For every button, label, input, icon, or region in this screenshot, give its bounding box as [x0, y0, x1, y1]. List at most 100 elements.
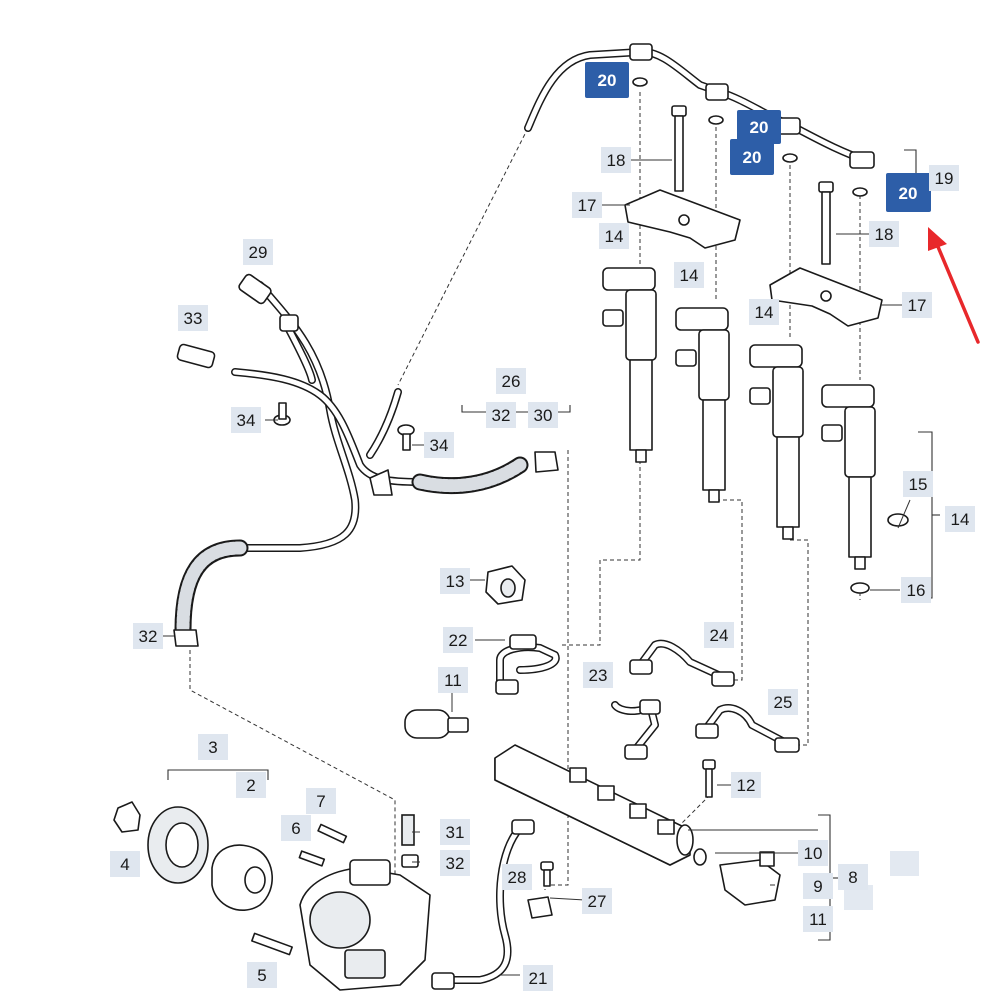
svg-text:14: 14	[605, 227, 624, 246]
svg-text:7: 7	[316, 792, 325, 811]
svg-text:27: 27	[588, 892, 607, 911]
part-label-34[interactable]: 34	[424, 432, 454, 458]
part-label-29[interactable]: 29	[243, 239, 273, 265]
svg-text:20: 20	[743, 148, 762, 167]
part-label-19[interactable]: 19	[929, 165, 959, 191]
screw	[397, 424, 415, 451]
svg-text:16: 16	[907, 581, 926, 600]
part-label-12[interactable]: 12	[731, 772, 761, 798]
part-label-30[interactable]: 30	[528, 402, 558, 428]
svg-text:24: 24	[710, 626, 729, 645]
part-label-14[interactable]: 14	[945, 506, 975, 532]
screw	[273, 402, 291, 426]
svg-text:13: 13	[446, 572, 465, 591]
seal-washer	[850, 582, 870, 594]
stud	[401, 814, 419, 868]
svg-text:14: 14	[680, 266, 699, 285]
part-label-31[interactable]: 31	[440, 819, 470, 845]
svg-text:32: 32	[139, 627, 158, 646]
part-label-20[interactable]: 20	[886, 173, 931, 212]
svg-text:20: 20	[750, 118, 769, 137]
part-label-14[interactable]: 14	[599, 223, 629, 249]
hose-clamp	[173, 629, 199, 647]
part-label-24[interactable]: 24	[704, 622, 734, 648]
label-ticks	[163, 159, 911, 976]
svg-text:32: 32	[446, 854, 465, 873]
part-label-25[interactable]: 25	[768, 689, 798, 715]
part-label-6[interactable]: 6	[281, 815, 311, 841]
svg-text:17: 17	[578, 196, 597, 215]
svg-text:19: 19	[935, 169, 954, 188]
part-label-32[interactable]: 32	[486, 402, 516, 428]
part-label-20[interactable]: 20	[585, 62, 629, 98]
part-label-23[interactable]: 23	[583, 662, 613, 688]
red-arrow	[928, 227, 980, 344]
part-label-32[interactable]: 32	[133, 623, 163, 649]
clip-bolt	[540, 861, 554, 887]
fuel-return-line	[524, 43, 875, 197]
part-label-11[interactable]: 11	[803, 906, 833, 932]
high-pressure-line	[695, 704, 800, 753]
svg-text:18: 18	[607, 151, 626, 170]
part-label-3[interactable]: 3	[198, 734, 228, 760]
part-label-8[interactable]: 8	[838, 864, 868, 890]
svg-text:3: 3	[208, 738, 217, 757]
part-label-21[interactable]: 21	[523, 965, 553, 991]
svg-text:21: 21	[529, 969, 548, 988]
svg-text:10: 10	[804, 844, 823, 863]
part-label-32[interactable]: 32	[440, 850, 470, 876]
svg-text:14: 14	[755, 303, 774, 322]
part-label-14[interactable]: 14	[749, 299, 779, 325]
part-label-15[interactable]: 15	[903, 471, 933, 497]
empty-label-box	[890, 851, 919, 876]
svg-text:29: 29	[249, 243, 268, 262]
part-label-20[interactable]: 20	[730, 139, 774, 175]
part-label-5[interactable]: 5	[247, 962, 277, 988]
part-label-22[interactable]: 22	[443, 627, 473, 653]
part-label-14[interactable]: 14	[674, 262, 704, 288]
pump-sprocket	[147, 806, 209, 884]
part-label-13[interactable]: 13	[440, 568, 470, 594]
svg-text:9: 9	[813, 877, 822, 896]
part-label-18[interactable]: 18	[601, 147, 631, 173]
part-label-33[interactable]: 33	[178, 305, 208, 331]
svg-text:11: 11	[444, 671, 462, 690]
part-label-4[interactable]: 4	[110, 851, 140, 877]
high-pressure-line	[611, 699, 661, 760]
part-label-16[interactable]: 16	[901, 577, 931, 603]
drive-nut	[113, 801, 141, 833]
svg-text:12: 12	[737, 776, 756, 795]
line-clip	[527, 896, 553, 919]
svg-text:32: 32	[492, 406, 511, 425]
part-label-20[interactable]: 20	[737, 110, 781, 144]
svg-text:20: 20	[598, 71, 617, 90]
svg-text:11: 11	[809, 910, 827, 929]
part-label-17[interactable]: 17	[572, 192, 602, 218]
o-ring	[887, 513, 909, 527]
part-label-7[interactable]: 7	[306, 788, 336, 814]
svg-text:8: 8	[848, 868, 857, 887]
part-label-17[interactable]: 17	[902, 292, 932, 318]
bracket-block	[485, 565, 526, 605]
pump-hub	[211, 844, 273, 911]
part-label-26[interactable]: 26	[496, 368, 526, 394]
part-label-27[interactable]: 27	[582, 888, 612, 914]
hose-assembly	[174, 273, 529, 639]
part-label-18[interactable]: 18	[869, 221, 899, 247]
rail-bolt	[702, 759, 716, 798]
part-label-2[interactable]: 2	[236, 772, 266, 798]
part-label-28[interactable]: 28	[502, 864, 532, 890]
part-label-11[interactable]: 11	[438, 667, 468, 693]
part-label-34[interactable]: 34	[231, 407, 261, 433]
part-label-9[interactable]: 9	[803, 873, 833, 899]
bolt	[251, 932, 293, 956]
svg-text:33: 33	[184, 309, 203, 328]
fuel-rail	[494, 744, 694, 866]
svg-text:26: 26	[502, 372, 521, 391]
high-pressure-line	[495, 634, 560, 695]
svg-text:18: 18	[875, 225, 894, 244]
svg-text:31: 31	[446, 823, 465, 842]
fuel-injector	[749, 344, 804, 540]
part-label-10[interactable]: 10	[798, 840, 828, 866]
